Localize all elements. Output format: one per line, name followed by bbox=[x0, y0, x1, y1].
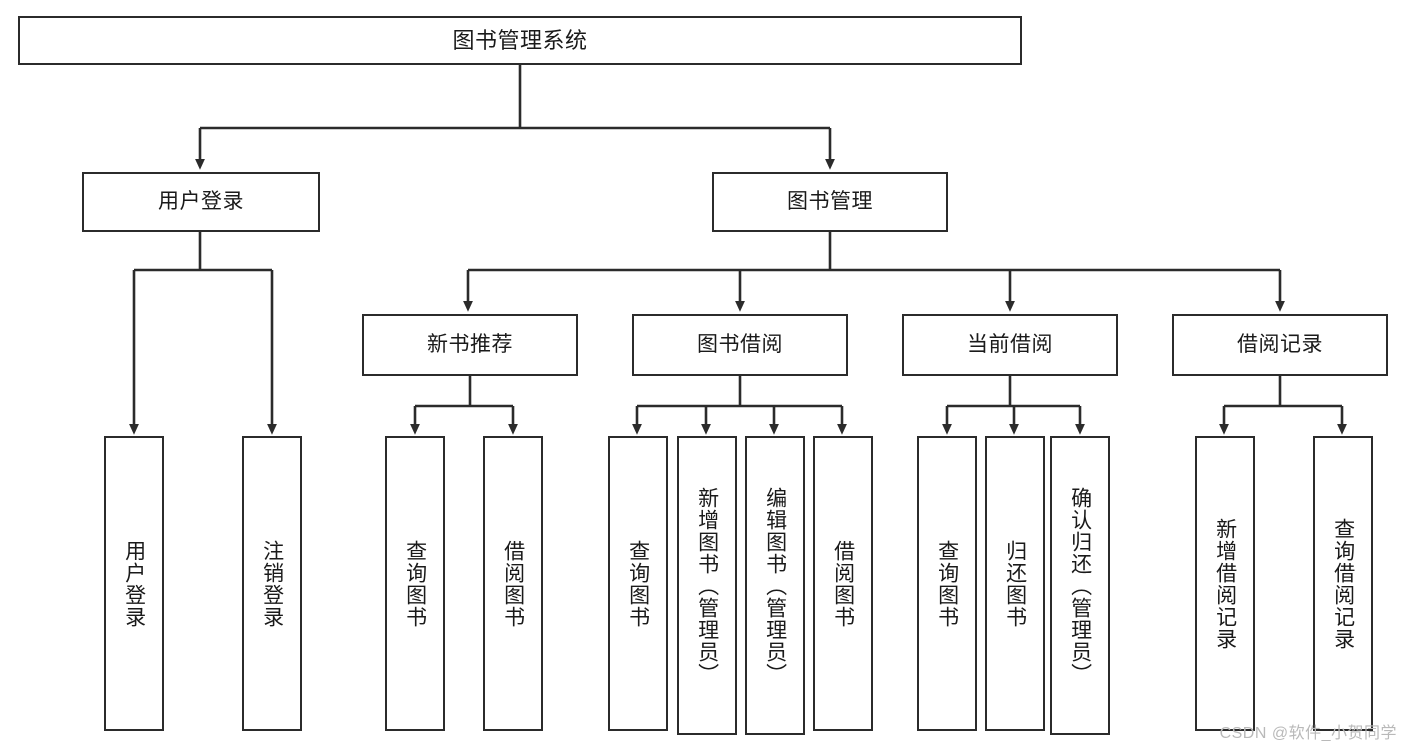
leaf-query-borrow-record-label: 查询借阅记录 bbox=[1331, 517, 1355, 650]
leaf-user-login[interactable]: 用户登录 bbox=[104, 436, 164, 731]
node-new-book-recommend-label: 新书推荐 bbox=[427, 332, 513, 356]
leaf-borrow-book-new-label: 借阅图书 bbox=[501, 539, 525, 628]
leaf-borrow-book-new[interactable]: 借阅图书 bbox=[483, 436, 543, 731]
leaf-add-borrow-record-label: 新增借阅记录 bbox=[1213, 517, 1237, 650]
leaf-add-borrow-record[interactable]: 新增借阅记录 bbox=[1195, 436, 1255, 731]
node-root-label: 图书管理系统 bbox=[452, 27, 588, 53]
node-borrow-records-label: 借阅记录 bbox=[1237, 332, 1323, 356]
leaf-edit-book-admin[interactable]: 编辑图书（管理员） bbox=[745, 436, 805, 735]
node-current-borrow-label: 当前借阅 bbox=[967, 332, 1053, 356]
node-root[interactable]: 图书管理系统 bbox=[18, 16, 1022, 65]
node-book-management-label: 图书管理 bbox=[787, 189, 873, 213]
node-user-login[interactable]: 用户登录 bbox=[82, 172, 320, 232]
leaf-confirm-return-admin-label: 确认归还（管理员） bbox=[1068, 486, 1092, 685]
leaf-query-book-borrow-label: 查询图书 bbox=[626, 539, 650, 628]
leaf-add-book-admin[interactable]: 新增图书（管理员） bbox=[677, 436, 737, 735]
leaf-query-book-new[interactable]: 查询图书 bbox=[385, 436, 445, 731]
node-new-book-recommend[interactable]: 新书推荐 bbox=[362, 314, 578, 376]
leaf-query-book-borrow[interactable]: 查询图书 bbox=[608, 436, 668, 731]
node-book-borrow[interactable]: 图书借阅 bbox=[632, 314, 848, 376]
leaf-user-login-label: 用户登录 bbox=[122, 539, 146, 628]
leaf-logout[interactable]: 注销登录 bbox=[242, 436, 302, 731]
leaf-logout-label: 注销登录 bbox=[260, 539, 284, 628]
leaf-query-book-current[interactable]: 查询图书 bbox=[917, 436, 977, 731]
node-current-borrow[interactable]: 当前借阅 bbox=[902, 314, 1118, 376]
leaf-query-book-current-label: 查询图书 bbox=[935, 539, 959, 628]
node-user-login-label: 用户登录 bbox=[158, 189, 244, 213]
leaf-confirm-return-admin[interactable]: 确认归还（管理员） bbox=[1050, 436, 1110, 735]
leaf-return-book-label: 归还图书 bbox=[1003, 539, 1027, 628]
leaf-borrow-book-label: 借阅图书 bbox=[831, 539, 855, 628]
leaf-query-book-new-label: 查询图书 bbox=[403, 539, 427, 628]
leaf-query-borrow-record[interactable]: 查询借阅记录 bbox=[1313, 436, 1373, 731]
node-borrow-records[interactable]: 借阅记录 bbox=[1172, 314, 1388, 376]
leaf-edit-book-admin-label: 编辑图书（管理员） bbox=[763, 486, 787, 685]
leaf-borrow-book[interactable]: 借阅图书 bbox=[813, 436, 873, 731]
node-book-borrow-label: 图书借阅 bbox=[697, 332, 783, 356]
leaf-add-book-admin-label: 新增图书（管理员） bbox=[695, 486, 719, 685]
node-book-management[interactable]: 图书管理 bbox=[712, 172, 948, 232]
leaf-return-book[interactable]: 归还图书 bbox=[985, 436, 1045, 731]
